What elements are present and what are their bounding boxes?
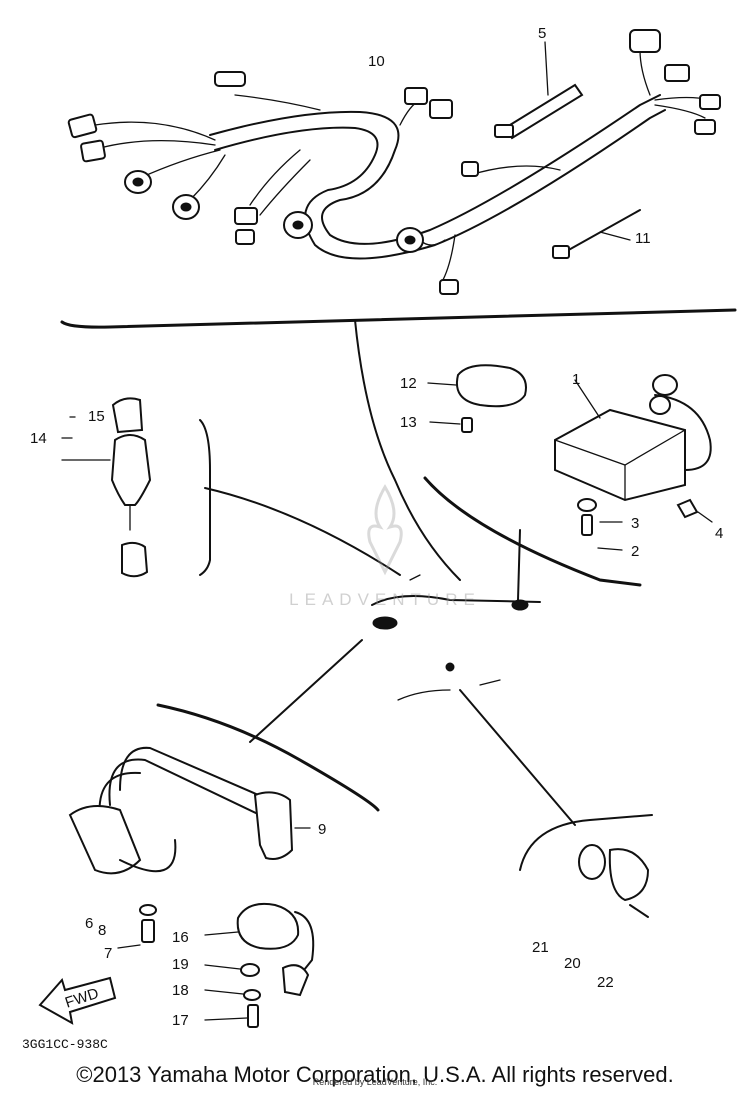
part-11-probe [552,209,641,259]
render-credit: Rendered by LeadVenture, Inc. [312,1077,438,1087]
callout-8: 8 [98,922,106,939]
callout-6: 6 [85,915,93,932]
leadventure-watermark-logo [367,484,403,576]
callout-1: 1 [572,371,580,388]
callout-5: 5 [538,25,546,42]
callout-7: 7 [104,945,112,962]
part-5-tube [494,41,584,140]
part-12-relay [427,364,527,433]
callout-19: 19 [172,956,189,973]
callout-17: 17 [172,1012,189,1029]
fwd-arrow: FWD [38,976,117,1025]
callout-16: 16 [172,929,189,946]
callout-21: 21 [532,939,549,956]
callout-20: 20 [564,955,581,972]
wire-harness [60,29,737,329]
callouts: 10 5 11 12 1 13 15 14 3 4 2 9 6 8 7 16 1… [30,25,723,1029]
callout-14: 14 [30,430,47,447]
callout-2: 2 [631,543,639,560]
callout-12: 12 [400,375,417,392]
watermark-text: LEADVENTURE [289,590,481,609]
frame-center [204,487,541,701]
callout-4: 4 [715,525,723,542]
part-1-control-unit [423,374,713,601]
callout-11: 11 [635,230,651,247]
part-16-relay [204,902,315,1028]
divider-line [354,319,461,581]
part-6-8-fasteners [117,904,157,949]
callout-18: 18 [172,982,189,999]
callout-9: 9 [318,821,326,838]
part-20-22-group [459,689,653,918]
part-9-ignition-coil [68,639,380,875]
copyright-notice: ©2013 Yamaha Motor Corporation, U.S.A. A… [76,1062,674,1087]
callout-22: 22 [597,974,614,991]
callout-10: 10 [368,53,385,70]
callout-3: 3 [631,515,639,532]
callout-13: 13 [400,414,417,431]
diagram-code: 3GG1CC-938C [22,1037,108,1052]
callout-15: 15 [88,408,105,425]
part-14-plug-cap [61,397,211,578]
